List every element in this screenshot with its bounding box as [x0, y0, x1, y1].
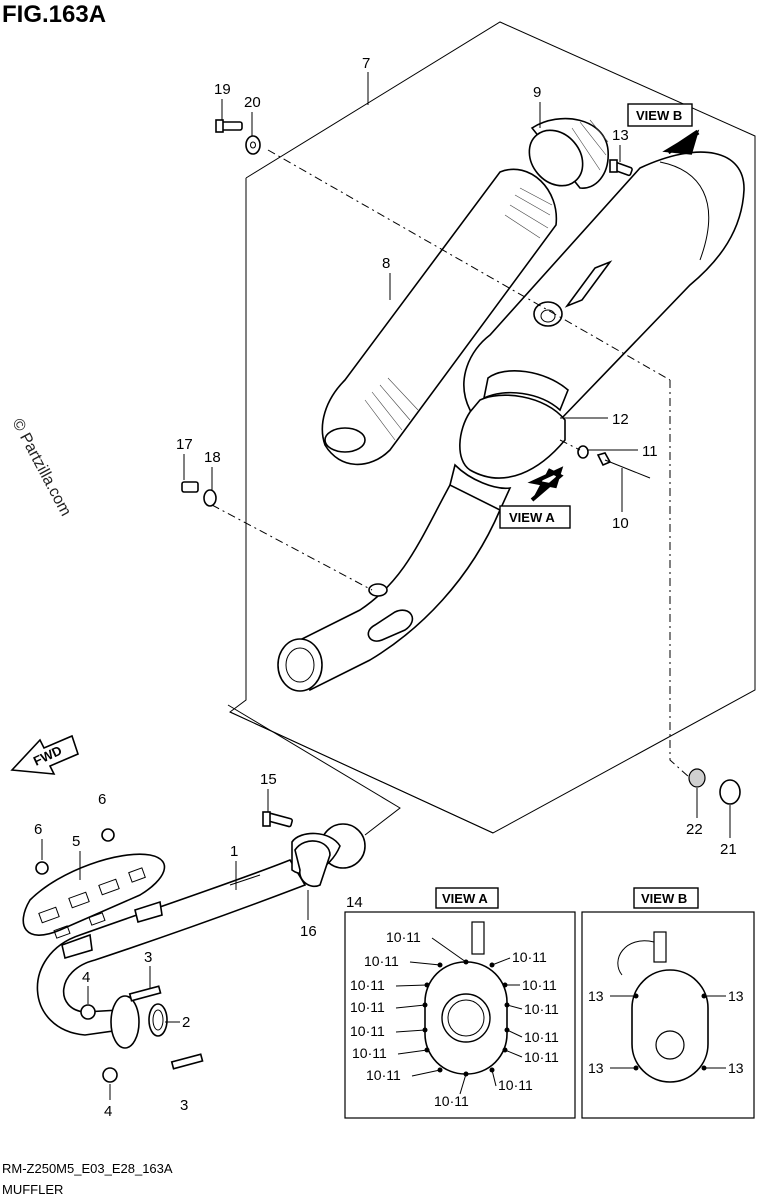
- view-b-tag-label: VIEW B: [636, 108, 682, 123]
- detail-a-label: 10·11: [350, 999, 385, 1015]
- muffler-protector: [321, 168, 558, 466]
- figure-title: FIG.163A: [2, 1, 106, 28]
- washer-20: [245, 135, 261, 155]
- muffler-end-cap: [528, 117, 609, 189]
- view-b-indicator: VIEW B: [627, 103, 700, 155]
- callouts: 7 9 13 19 20 8 12 11 10 17 18 15 16 1 6 …: [34, 55, 737, 1120]
- view-b-tag: [627, 103, 693, 127]
- callout-5: 5: [72, 833, 80, 850]
- callout-4-top: 4: [82, 969, 90, 986]
- detail-b-label: 13: [588, 988, 604, 1004]
- detail-view-b-tag: [633, 887, 699, 909]
- detail-a-label: 10·11: [524, 1029, 559, 1045]
- detail-view-b-title: VIEW B: [641, 891, 687, 906]
- bolt-21: [719, 779, 741, 805]
- callout-7: 7: [362, 55, 370, 72]
- callout-11: 11: [642, 443, 658, 460]
- watermark: © Partzilla.com: [8, 416, 74, 519]
- callout-4-bottom: 4: [104, 1103, 112, 1120]
- washer-22: [688, 768, 706, 788]
- callout-8: 8: [382, 255, 390, 272]
- washer-11: [577, 445, 589, 459]
- callout-6-top: 6: [98, 791, 106, 808]
- callout-13: 13: [612, 127, 629, 144]
- callout-6-left: 6: [34, 821, 42, 838]
- detail-a-label: 10·11: [350, 1023, 385, 1039]
- forward-arrow: FWD: [10, 734, 79, 775]
- callout-22: 22: [686, 821, 703, 838]
- view-a-tag-label: VIEW A: [509, 510, 555, 525]
- rivet-10: [596, 452, 651, 479]
- callout-15: 15: [260, 771, 277, 788]
- detail-b-label: 13: [728, 988, 744, 1004]
- detail-a-label: 10·11: [434, 1093, 469, 1109]
- detail-view-a-title: VIEW A: [442, 891, 488, 906]
- detail-a-label: 10·11: [522, 977, 557, 993]
- detail-a-label: 10·11: [498, 1077, 533, 1093]
- nut-4: [80, 1004, 118, 1083]
- detail-a-label: 10·11: [352, 1045, 387, 1061]
- detail-view-a-tag: [435, 887, 499, 909]
- nut-6: [35, 828, 115, 875]
- callout-3-bottom: 3: [180, 1097, 188, 1114]
- stud-bolt-3: [128, 985, 204, 1070]
- footer-code: RM-Z250M5_E03_E28_163A: [2, 1161, 173, 1176]
- callout-17: 17: [176, 436, 193, 453]
- detail-view-b: VIEW B 13 13 13 13: [581, 887, 755, 1119]
- view-a-tag: [499, 505, 571, 529]
- pipe-protector-5: [22, 853, 166, 960]
- callout-20: 20: [244, 94, 261, 111]
- bolt-13: [609, 159, 633, 177]
- detail-a-label: 10·11: [350, 977, 385, 993]
- bolt-15: [262, 811, 293, 828]
- detail-a-label: 10·11: [524, 1049, 559, 1065]
- callout-1: 1: [230, 843, 238, 860]
- detail-b-label: 13: [588, 1060, 604, 1076]
- callout-3-top: 3: [144, 949, 152, 966]
- callout-12: 12: [612, 411, 629, 428]
- detail-a-label: 10·11: [386, 929, 421, 945]
- detail-view-a: VIEW A 10·11 10·11 10·11 10·11 10·11 10·…: [344, 887, 576, 1119]
- flange-gasket-2: [110, 995, 168, 1049]
- callout-2: 2: [182, 1014, 190, 1031]
- callout-21: 21: [720, 841, 737, 858]
- view-a-indicator: VIEW A: [499, 466, 571, 529]
- bolt-19: [215, 119, 243, 133]
- callout-14: 14: [346, 894, 363, 911]
- detail-a-label: 10·11: [364, 953, 399, 969]
- callout-18: 18: [204, 449, 221, 466]
- muffler-body: [277, 151, 745, 692]
- callout-19: 19: [214, 81, 231, 98]
- footer-caption: MUFFLER: [2, 1182, 63, 1197]
- washer-18: [203, 489, 217, 507]
- callout-10: 10: [612, 515, 629, 532]
- detail-a-label: 10·11: [524, 1001, 559, 1017]
- bolt-17: [181, 481, 199, 493]
- clamp-16: [294, 840, 331, 888]
- assembly-center-lines: [211, 149, 691, 779]
- callout-9: 9: [533, 84, 541, 101]
- detail-a-label: 10·11: [366, 1067, 401, 1083]
- lower-link-line: [227, 704, 401, 836]
- detail-b-label: 13: [728, 1060, 744, 1076]
- callout-16: 16: [300, 923, 317, 940]
- detail-a-label: 10·11: [512, 949, 547, 965]
